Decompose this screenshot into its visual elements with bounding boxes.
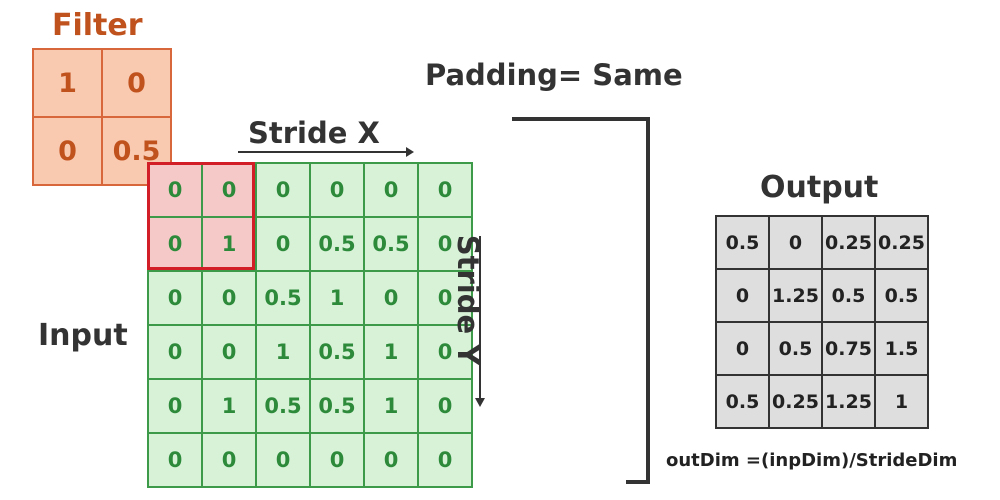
input-cell: 0	[365, 164, 417, 216]
output-cell: 1.25	[823, 376, 874, 427]
output-cell: 0	[717, 270, 768, 321]
input-cell: 0	[203, 434, 255, 486]
input-cell: 0	[311, 434, 363, 486]
input-cell: 1	[203, 218, 255, 270]
padding-label: Padding= Same	[425, 58, 683, 92]
output-cell: 0.5	[770, 323, 821, 374]
output-cell: 0.25	[876, 217, 927, 268]
input-cell: 0	[419, 380, 471, 432]
output-cell: 0.5	[717, 217, 768, 268]
filter-cell: 0	[34, 118, 101, 184]
output-cell: 1.5	[876, 323, 927, 374]
input-cell: 0	[257, 218, 309, 270]
input-cell: 0	[257, 434, 309, 486]
input-cell: 0.5	[311, 326, 363, 378]
input-cell: 1	[365, 326, 417, 378]
input-cell: 0	[419, 218, 471, 270]
input-cell: 0	[419, 272, 471, 324]
input-label: Input	[38, 318, 128, 353]
filter-cell: 1	[34, 50, 101, 116]
output-cell: 0.25	[823, 217, 874, 268]
input-cell: 0.5	[311, 218, 363, 270]
output-cell: 0.5	[823, 270, 874, 321]
input-cell: 0	[365, 272, 417, 324]
output-cell: 0.75	[823, 323, 874, 374]
input-cell: 0.5	[311, 380, 363, 432]
output-cell: 1	[876, 376, 927, 427]
output-cell: 0.5	[717, 376, 768, 427]
input-cell: 0	[365, 434, 417, 486]
input-cell: 0.5	[365, 218, 417, 270]
stride-x-label: Stride X	[248, 116, 380, 150]
input-cell: 0	[149, 434, 201, 486]
input-cell: 1	[257, 326, 309, 378]
input-cell: 0	[149, 218, 201, 270]
input-cell: 0	[257, 164, 309, 216]
input-cell: 1	[203, 380, 255, 432]
input-cell: 0	[149, 380, 201, 432]
output-cell: 0	[717, 323, 768, 374]
stride-x-arrow-icon	[238, 147, 414, 157]
input-cell: 0	[203, 164, 255, 216]
output-title: Output	[760, 170, 879, 205]
input-cell: 0	[149, 272, 201, 324]
input-cell: 1	[311, 272, 363, 324]
output-dimension-formula: outDim =(inpDim)/StrideDim	[666, 450, 958, 471]
input-cell: 0	[419, 164, 471, 216]
padding-bracket	[512, 117, 650, 484]
input-cell: 0.5	[257, 272, 309, 324]
input-cell: 0	[149, 326, 201, 378]
output-cell: 0	[770, 217, 821, 268]
output-cell: 1.25	[770, 270, 821, 321]
input-cell: 0	[419, 434, 471, 486]
input-cell: 0	[419, 326, 471, 378]
input-cell: 0	[203, 272, 255, 324]
input-cell: 1	[365, 380, 417, 432]
input-cell: 0	[149, 164, 201, 216]
output-cell: 0.25	[770, 376, 821, 427]
input-cell: 0	[203, 326, 255, 378]
stride-y-label: Stride Y	[451, 234, 485, 366]
stride-y-arrow-icon	[475, 236, 485, 407]
input-cell: 0	[311, 164, 363, 216]
filter-title: Filter	[52, 8, 143, 43]
input-cell: 0.5	[257, 380, 309, 432]
filter-cell: 0	[103, 50, 170, 116]
output-cell: 0.5	[876, 270, 927, 321]
